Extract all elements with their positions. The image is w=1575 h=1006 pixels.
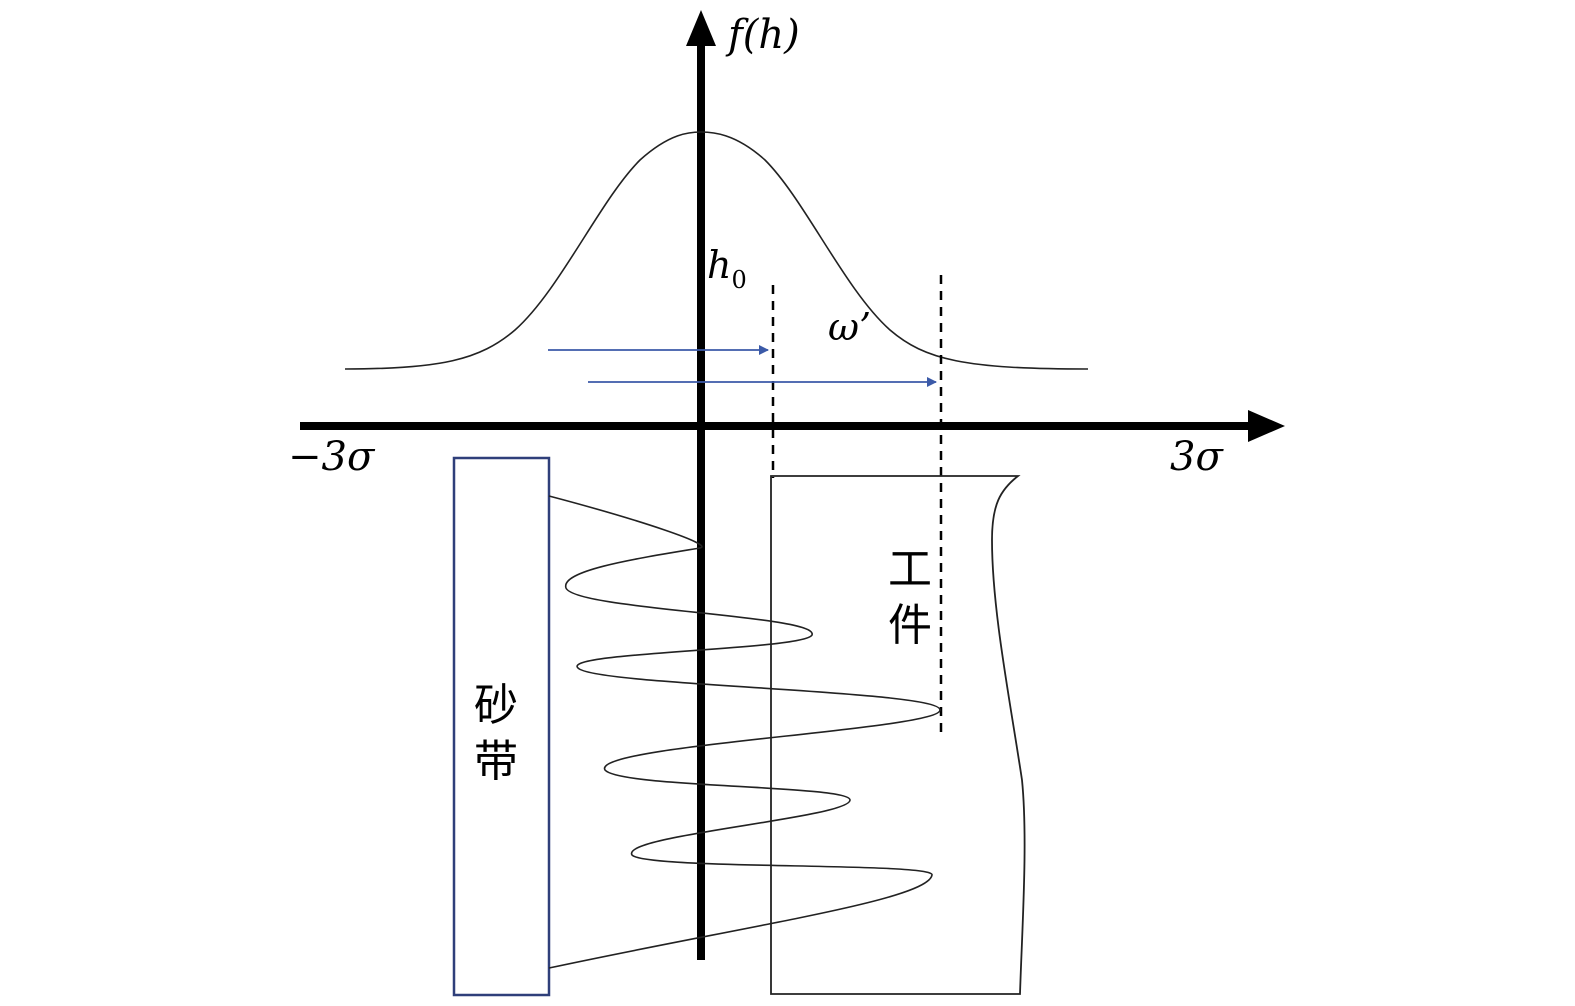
h0-label-sub: 0 (731, 266, 746, 294)
workpiece-label-char1: 工 (888, 544, 932, 595)
x-axis-arrowhead (1248, 410, 1285, 442)
y-axis-arrowhead (686, 10, 716, 46)
workpiece-label-char2: 件 (888, 600, 932, 651)
grain-profile-curve (548, 495, 941, 969)
belt-label-char2: 带 (474, 736, 518, 787)
belt-label-char1: 砂 (474, 680, 518, 731)
x-min-label: −3σ (288, 434, 376, 480)
y-axis-label: f(h) (725, 12, 800, 58)
distribution-curve (344, 131, 1089, 370)
abrasive-belt (452, 456, 551, 997)
omega-label: ω’ (828, 305, 871, 349)
h0-label: h0 (707, 243, 747, 294)
x-max-label: 3σ (1170, 434, 1224, 480)
workpiece-outline (770, 475, 1026, 995)
h0-label-main: h (707, 243, 731, 287)
